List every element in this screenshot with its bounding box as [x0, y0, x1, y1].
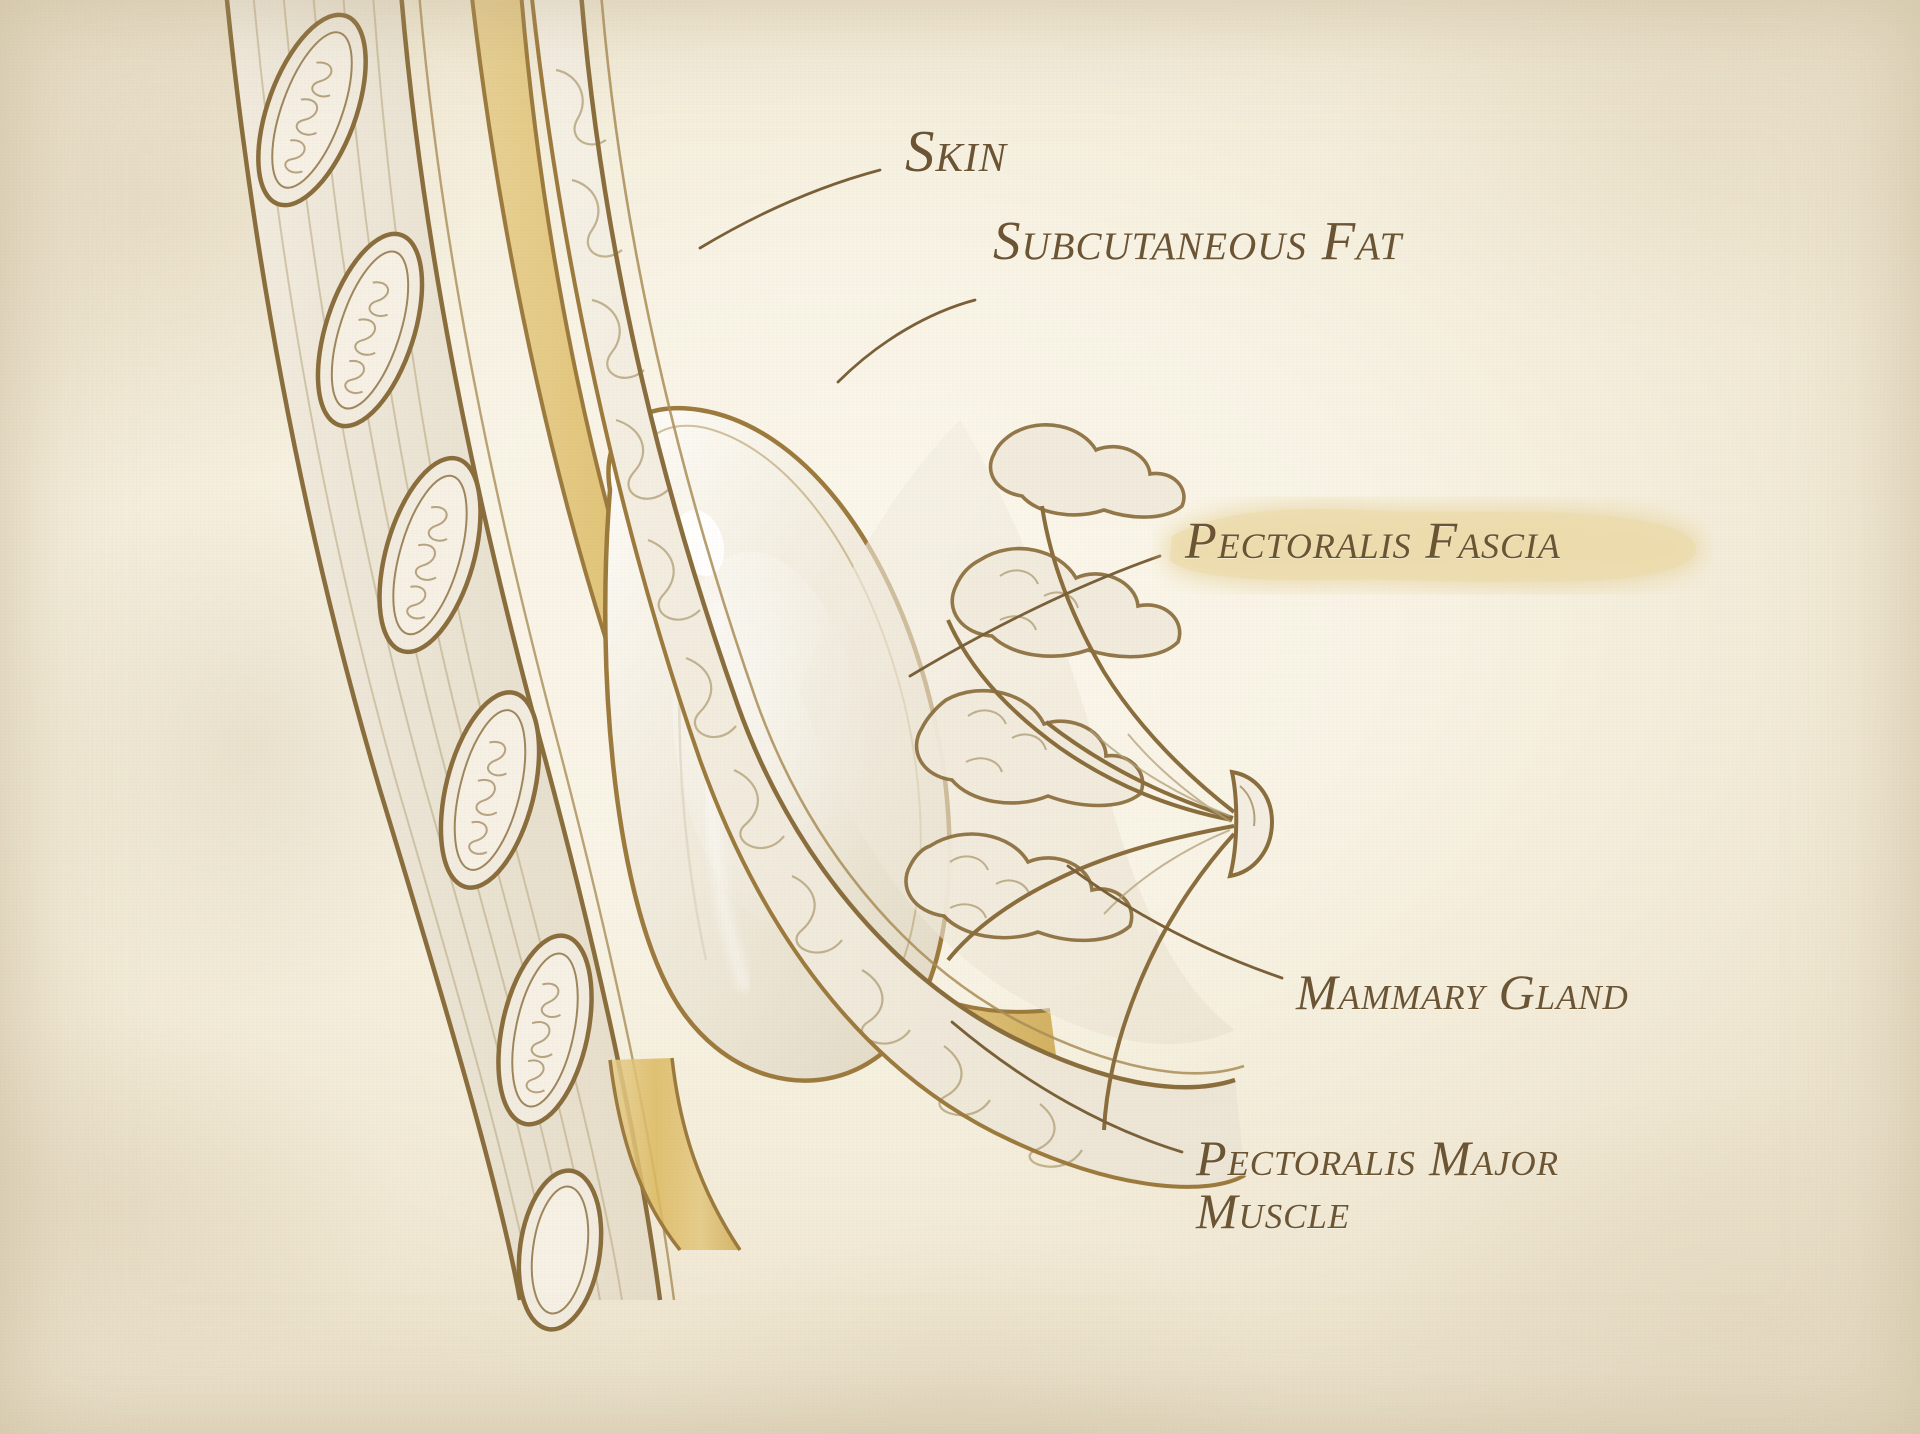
pectoralis-fascia-highlight	[1152, 492, 1712, 596]
label-subcutaneous-fat: Subcutaneous Fat	[993, 210, 1403, 271]
label-pectoralis-major-muscle: Pectoralis Major Muscle	[1196, 1132, 1559, 1238]
leader-pectoralis-fascia	[908, 554, 1162, 678]
label-pectoralis-major-line2: Muscle	[1196, 1183, 1351, 1239]
leader-subcutaneous-fat	[836, 298, 977, 384]
ribs	[256, 12, 604, 1332]
leader-pectoralis-major	[950, 1020, 1184, 1154]
leader-lines	[698, 168, 1284, 1154]
nipple	[1227, 769, 1275, 879]
label-mammary-gland: Mammary Gland	[1296, 964, 1629, 1020]
leader-skin	[698, 168, 882, 250]
label-pectoralis-major-line1: Pectoralis Major	[1196, 1130, 1559, 1186]
label-skin: Skin	[905, 118, 1008, 184]
skin-and-fat-layers	[530, 0, 1247, 1189]
leader-mammary-gland	[1066, 864, 1284, 980]
label-pectoralis-fascia: Pectoralis Fascia	[1185, 513, 1561, 570]
mammary-gland	[800, 420, 1236, 1131]
